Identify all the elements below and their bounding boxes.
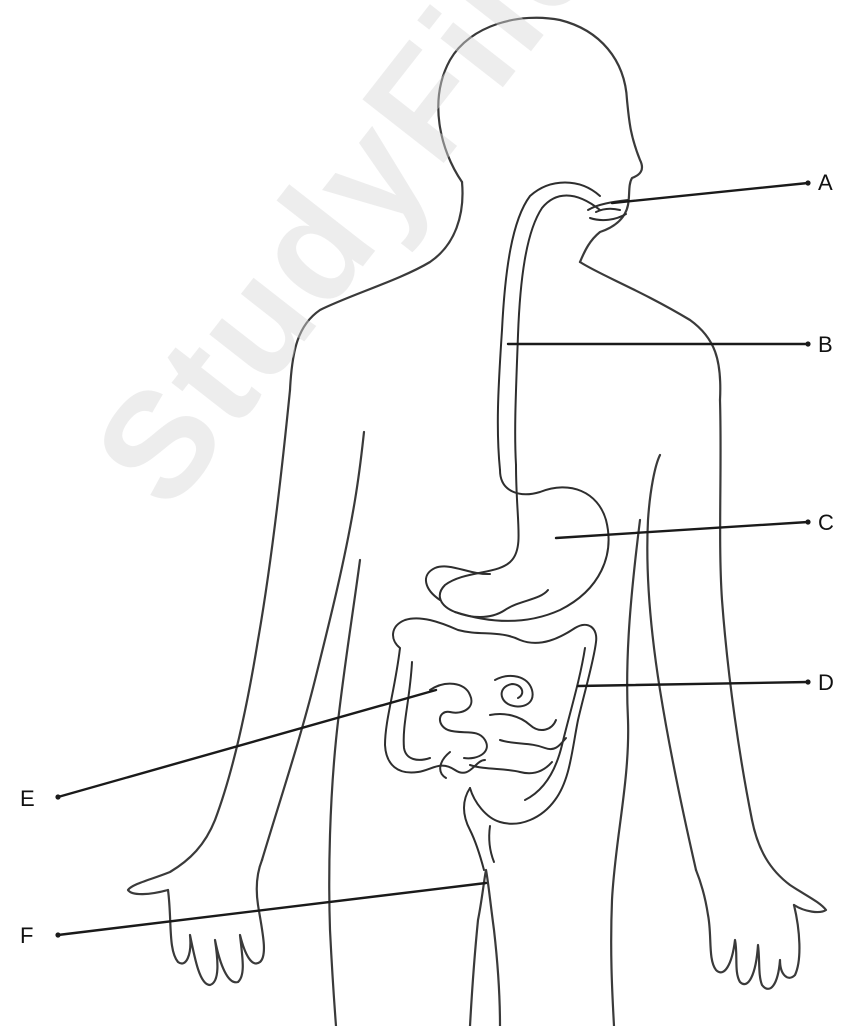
esophagus-organ <box>498 183 600 471</box>
label-c: C <box>818 512 834 534</box>
leader-lines <box>55 180 810 937</box>
body-outline <box>128 18 826 1026</box>
small-intestine-organ <box>430 676 566 778</box>
left-torso-outline <box>329 560 360 1026</box>
right-arm-inner <box>647 455 696 870</box>
leader-dot-f <box>55 932 60 937</box>
label-e: E <box>20 788 35 810</box>
right-shoulder-outline <box>580 262 720 400</box>
rectum-organ <box>464 788 494 870</box>
leader-line-c <box>556 522 808 538</box>
leader-dot-a <box>805 180 810 185</box>
left-hand-outline <box>168 860 264 985</box>
right-arm-outer <box>720 400 826 912</box>
label-b: B <box>818 334 833 356</box>
leader-line-a <box>612 183 808 203</box>
right-hand-outline <box>696 870 799 989</box>
esophagus-organ-inner <box>515 196 600 466</box>
stomach-organ <box>440 465 609 621</box>
large-intestine-organ-inner <box>404 648 585 800</box>
left-shoulder-outline <box>290 182 463 390</box>
stomach-organ-lower <box>455 590 548 617</box>
leader-dot-b <box>805 341 810 346</box>
digestive-tract <box>385 183 628 871</box>
inner-leg-outline <box>470 870 500 1026</box>
leader-line-d <box>578 682 808 686</box>
leader-dot-e <box>55 794 60 799</box>
leader-dot-d <box>805 679 810 684</box>
label-a: A <box>818 172 833 194</box>
head-outline <box>438 18 642 262</box>
label-f: F <box>20 925 33 947</box>
leader-line-f <box>58 883 486 935</box>
label-d: D <box>818 672 834 694</box>
left-arm-outer <box>128 390 290 894</box>
duodenum-organ <box>426 566 490 600</box>
leader-dot-c <box>805 519 810 524</box>
large-intestine-organ <box>385 618 596 823</box>
right-torso-outline <box>611 520 640 1026</box>
